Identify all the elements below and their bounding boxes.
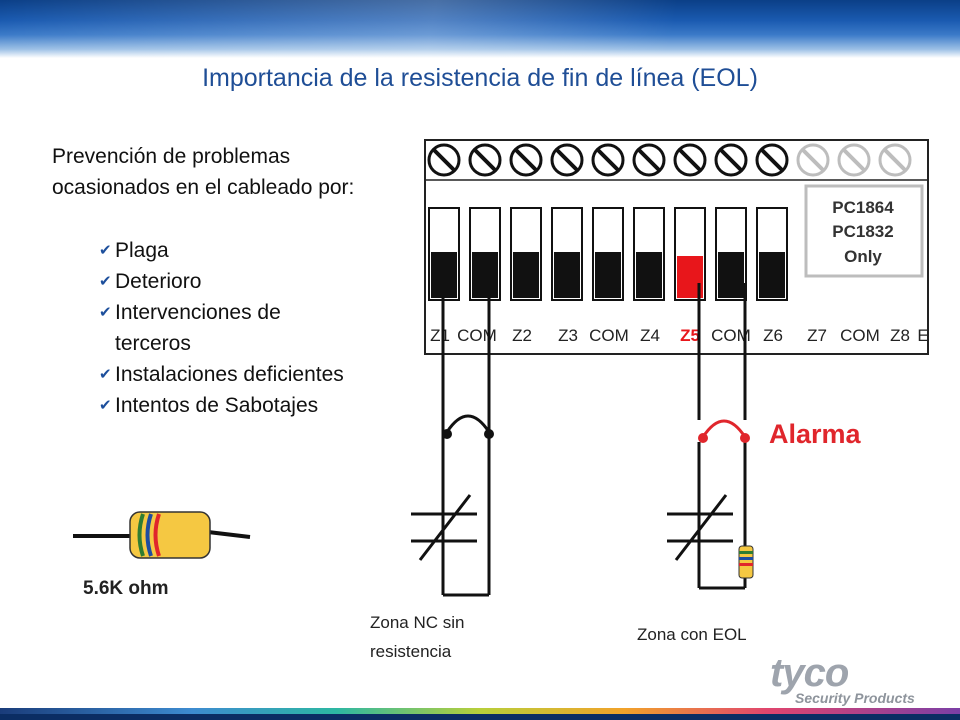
terminal-slot-fill [595, 252, 621, 298]
header-highlight [0, 0, 960, 58]
terminal-label: Z6 [763, 326, 783, 345]
bullet-item: ✔Intervenciones de terceros [52, 297, 342, 359]
bullet-item: ✔Intentos de Sabotajes [52, 390, 412, 421]
terminal-label: Z5 [680, 326, 700, 345]
screw-slot [637, 148, 661, 172]
terminal-label: Z4 [640, 326, 660, 345]
terminal-label: COM [840, 326, 880, 345]
screw-slot [719, 148, 743, 172]
resistor-icon [73, 511, 251, 559]
checkmark-icon: ✔ [99, 273, 112, 290]
alarm-label: Alarma [769, 419, 861, 449]
nc-zone-wiring [411, 283, 491, 597]
terminal-slot-fill [718, 252, 744, 298]
screw-slot [555, 148, 579, 172]
terminal-label: COM [589, 326, 629, 345]
screw-slot [760, 148, 784, 172]
terminal-slot-fill [636, 252, 662, 298]
screw-slot [432, 148, 456, 172]
nc-zone-label-line2: resistencia [370, 642, 452, 661]
tyco-logo-subtitle: Security Products [795, 690, 915, 706]
bullet-list: ✔Plaga ✔Deterioro ✔Intervenciones de ter… [52, 235, 412, 421]
terminal-label: E [917, 326, 928, 345]
terminal-label: COM [711, 326, 751, 345]
terminal-slot-fill [472, 252, 498, 298]
footer-bar [0, 714, 960, 720]
bullet-item: ✔Instalaciones deficientes [52, 359, 412, 390]
screw-slot [514, 148, 538, 172]
screw-slot [801, 148, 825, 172]
terminal-label: COM [457, 326, 497, 345]
model-label-1: PC1864 [832, 198, 894, 217]
terminal-slot-fill [759, 252, 785, 298]
checkmark-icon: ✔ [99, 366, 112, 383]
tyco-logo: tyco [770, 651, 849, 695]
intro-text: Prevención de problemas ocasionados en e… [52, 145, 355, 199]
screw-slot [678, 148, 702, 172]
eol-resistor-small [738, 545, 754, 579]
bullet-item: ✔Plaga [52, 235, 412, 266]
terminal-label: Z7 [807, 326, 827, 345]
nc-zone-label-line1: Zona NC sin [370, 613, 465, 632]
contact-point [484, 429, 494, 439]
slide-title: Importancia de la resistencia de fin de … [202, 64, 758, 92]
terminal-label: Z3 [558, 326, 578, 345]
terminal-board: PC1864 PC1832 Only Z1 COM Z2 Z3 COM Z4 Z5 COM Z6… [424, 139, 929, 355]
header-band [0, 0, 960, 58]
model-label-3: Only [844, 247, 882, 266]
checkmark-icon: ✔ [99, 304, 112, 321]
alarm-point [740, 433, 750, 443]
screw-slot [883, 148, 907, 172]
model-label-2: PC1832 [832, 222, 893, 241]
resistor-value-label: 5.6K ohm [83, 578, 169, 599]
alarm-point [698, 433, 708, 443]
screw-slot [842, 148, 866, 172]
terminal-slot-fill [513, 252, 539, 298]
checkmark-icon: ✔ [99, 242, 112, 259]
bullet-item: ✔Deterioro [52, 266, 412, 297]
terminal-label: Z8 [890, 326, 910, 345]
alarm-arc [701, 419, 747, 438]
checkmark-icon: ✔ [99, 397, 112, 414]
terminal-label: Z1 [430, 326, 450, 345]
screw-slot [473, 148, 497, 172]
terminal-slot-fill [554, 252, 580, 298]
screw-slot [596, 148, 620, 172]
contact-point [442, 429, 452, 439]
eol-zone-label: Zona con EOL [637, 625, 747, 644]
terminal-label: Z2 [512, 326, 532, 345]
footer-rainbow-bar [0, 708, 960, 714]
